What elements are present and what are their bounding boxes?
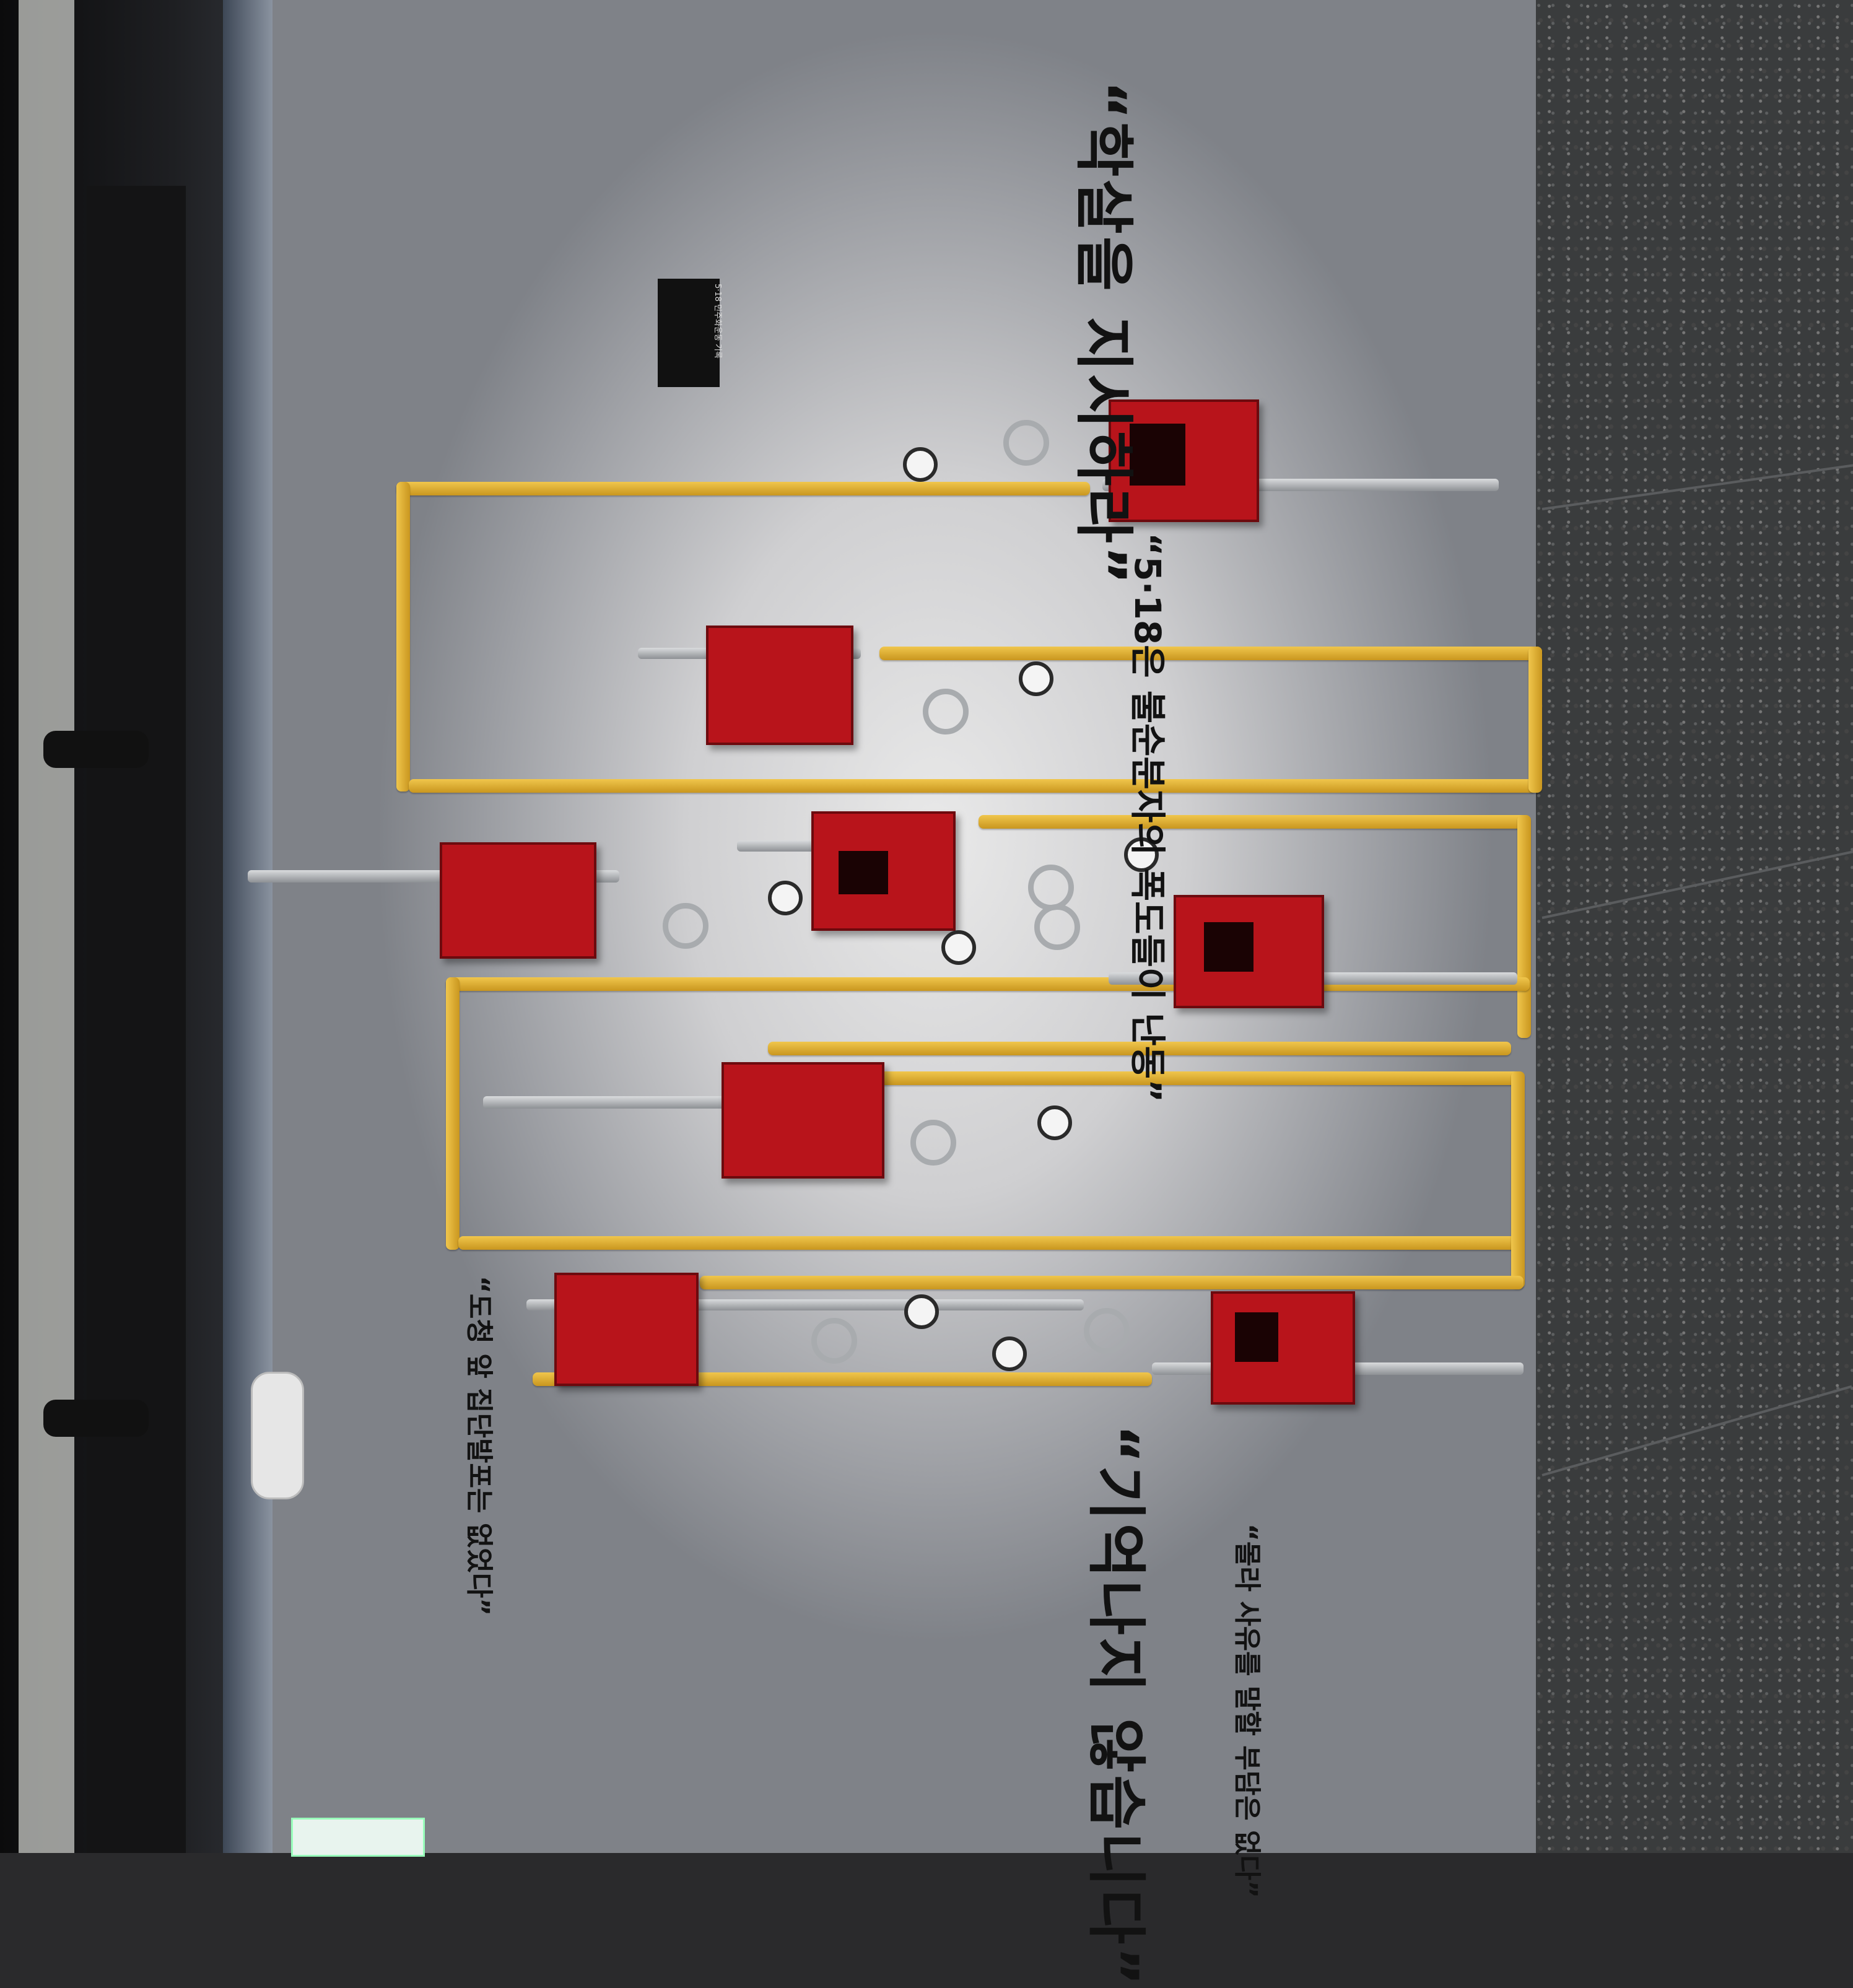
yellow-pipe (396, 482, 410, 791)
yellow-pipe (879, 1071, 1524, 1085)
pressure-gauge-icon (992, 1336, 1027, 1371)
yellow-pipe (1517, 815, 1531, 1038)
wall-text-no-gunfire: “도청 앞 집단발포는 없었다” (463, 1276, 495, 1616)
ceiling-beam (19, 0, 74, 1853)
terrazzo-floor (1536, 0, 1853, 1853)
wall-fixture (251, 1372, 304, 1499)
yellow-pipe (879, 647, 1542, 660)
wall-text-massacre-order: “학살을 지시하라” (1069, 81, 1138, 587)
pressure-gauge-icon (1019, 661, 1053, 696)
fire-valve-box (1174, 895, 1324, 1008)
yellow-pipe (768, 1042, 1511, 1055)
coiled-pipe-icon (910, 1120, 956, 1166)
fire-valve-box (440, 842, 596, 959)
info-plaque-text: 5·18 민주화운동 기록 (713, 284, 722, 359)
wall-text-impure-riot: “5·18은 불순분자의 폭도들이 난동” (1127, 533, 1169, 1103)
yellow-pipe (979, 815, 1530, 829)
pressure-gauge-icon (903, 447, 938, 482)
pressure-gauge-icon (1037, 1105, 1072, 1140)
yellow-pipe (700, 1276, 1524, 1289)
fire-valve-box (1109, 399, 1259, 522)
fire-valve-box (1211, 1291, 1355, 1405)
yellow-pipe (1511, 1071, 1525, 1288)
coiled-pipe-icon (663, 903, 708, 949)
yellow-pipe (1528, 647, 1542, 793)
pressure-gauge-icon (904, 1294, 939, 1329)
coiled-pipe-icon (1028, 865, 1074, 910)
ceiling-track (87, 186, 186, 1853)
coiled-pipe-icon (1084, 1308, 1130, 1354)
yellow-pipe (409, 779, 1536, 793)
coiled-pipe-icon (1034, 904, 1080, 950)
coiled-pipe-icon (811, 1318, 857, 1364)
pressure-gauge-icon (941, 930, 976, 965)
spotlight-icon (43, 731, 149, 768)
fire-valve-box (722, 1062, 884, 1179)
yellow-pipe (458, 1236, 1517, 1250)
info-plaque: 5·18 민주화운동 기록 (658, 279, 722, 387)
exit-sign-icon (291, 1818, 425, 1857)
pressure-gauge-icon (768, 881, 803, 915)
fire-valve-box (706, 626, 853, 745)
spotlight-icon (43, 1400, 149, 1437)
coiled-pipe-icon (923, 689, 969, 735)
fire-valve-box (811, 811, 956, 931)
fire-valve-box (554, 1273, 699, 1386)
wall-edge-shadow (223, 0, 272, 1853)
wall-text-bottom-phrase: “몰라 사유를 말할 부담은 없다” (1231, 1524, 1263, 1898)
wall-text-dont-remember: “기억나지 않습니다” (1081, 1424, 1151, 1988)
yellow-pipe (446, 977, 460, 1250)
pressure-gauge-icon (1124, 837, 1159, 872)
coiled-pipe-icon (1003, 420, 1049, 466)
yellow-pipe (396, 482, 1090, 495)
